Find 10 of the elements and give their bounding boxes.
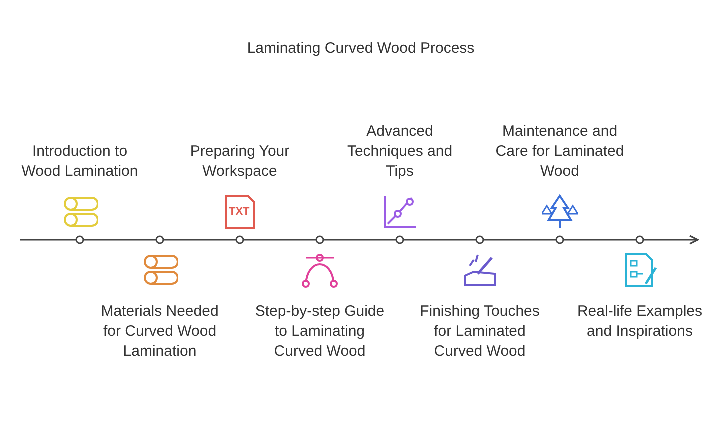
stage-label: Materials Needed for Curved Wood Lamination bbox=[95, 302, 225, 362]
stage-label: Real-life Examples and Inspirations bbox=[575, 302, 705, 342]
stage-label: Preparing Your Workspace bbox=[175, 142, 305, 182]
stage-label: Finishing Touches for Laminated Curved Wood bbox=[415, 302, 545, 362]
stage-label: Step-by-step Guide to Laminating Curved Wood bbox=[255, 302, 385, 362]
stage-label: Maintenance and Care for Laminated Wood bbox=[495, 122, 625, 182]
stage-label: Advanced Techniques and Tips bbox=[335, 122, 465, 182]
stage-label: Introduction to Wood Lamination bbox=[15, 142, 145, 182]
diagram-title: Laminating Curved Wood Process bbox=[246, 40, 476, 57]
file-type-text: TXT bbox=[229, 206, 250, 218]
